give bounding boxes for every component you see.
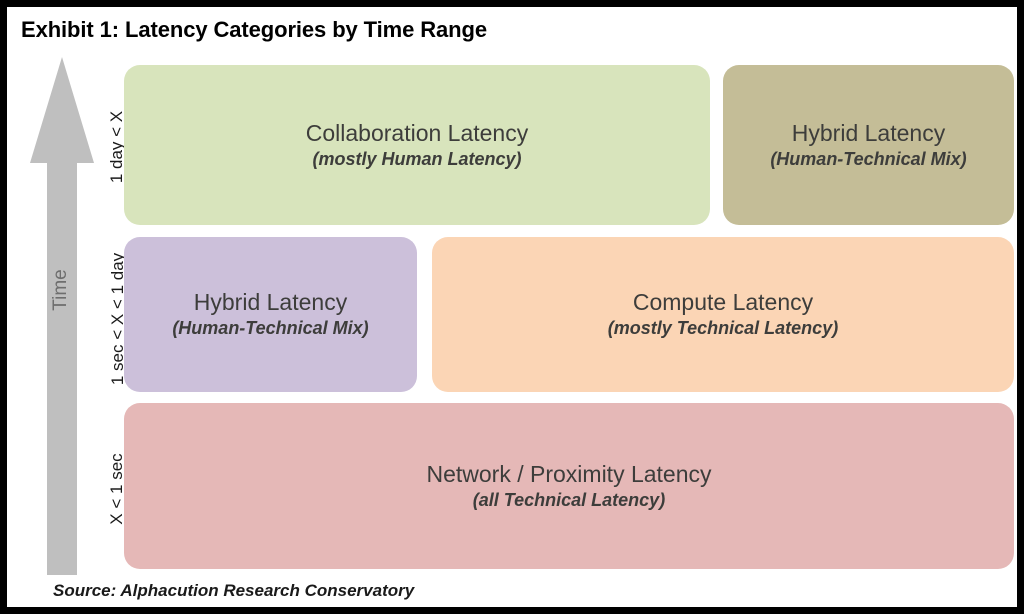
box-title: Collaboration Latency <box>305 119 529 146</box>
time-arrow-icon <box>28 55 96 577</box>
source-note: Source: Alphacution Research Conservator… <box>53 581 415 600</box>
box-subtitle: (mostly Technical Latency) <box>607 318 839 339</box>
time-axis-label: Time <box>50 269 71 311</box>
box-hybrid-latency-top[interactable]: Hybrid Latency (Human-Technical Mix) <box>723 65 1014 225</box>
box-title: Compute Latency <box>632 289 814 316</box>
box-compute-latency[interactable]: Compute Latency (mostly Technical Latenc… <box>432 237 1014 392</box>
box-subtitle: (Human-Technical Mix) <box>172 318 369 339</box>
box-subtitle: (Human-Technical Mix) <box>770 148 967 169</box>
box-subtitle: (mostly Human Latency) <box>312 148 522 169</box>
box-title: Hybrid Latency <box>193 289 348 316</box>
box-subtitle: (all Technical Latency) <box>472 489 666 510</box>
box-title: Hybrid Latency <box>791 119 946 146</box>
box-hybrid-latency-mid[interactable]: Hybrid Latency (Human-Technical Mix) <box>124 237 417 392</box>
page-title: Exhibit 1: Latency Categories by Time Ra… <box>21 17 487 42</box>
box-network-proximity-latency[interactable]: Network / Proximity Latency (all Technic… <box>124 403 1014 569</box>
box-collaboration-latency[interactable]: Collaboration Latency (mostly Human Late… <box>124 65 710 225</box>
box-title: Network / Proximity Latency <box>426 460 712 487</box>
